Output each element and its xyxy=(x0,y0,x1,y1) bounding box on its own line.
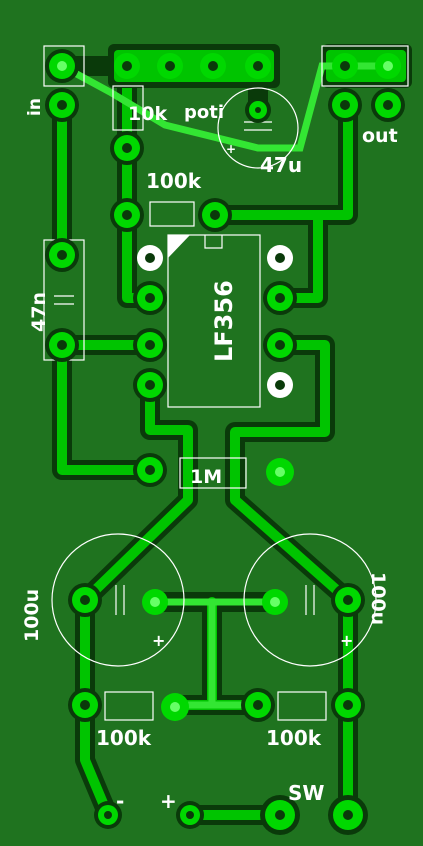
pad-out-1 xyxy=(332,53,358,79)
label-c100u-right: 100u xyxy=(367,572,389,625)
pad-in-2 xyxy=(45,88,79,122)
pad-header-4 xyxy=(245,53,271,79)
pad-r100k-top-left xyxy=(110,198,144,232)
silk-ic-outline xyxy=(167,234,261,408)
silk-100u-right-outline xyxy=(243,533,377,667)
pad-ic-pin4 xyxy=(133,368,167,402)
ic-pin1-marker xyxy=(168,235,190,258)
trace-negative-supply xyxy=(80,380,193,605)
trace-positive-supply xyxy=(230,340,353,605)
label-c47n: 47n xyxy=(28,292,50,332)
pad-power-plus xyxy=(176,801,204,829)
pad-47n-bottom xyxy=(45,328,79,362)
pad-header-2 xyxy=(157,53,183,79)
label-c100u-right-plus: + xyxy=(340,631,353,650)
silk-header-out xyxy=(321,45,409,87)
label-power-minus: - xyxy=(116,789,124,813)
silk-r100k-left-body xyxy=(104,691,154,721)
pad-layer xyxy=(45,49,405,835)
label-r100k-left: 100k xyxy=(96,726,152,750)
pad-out-2 xyxy=(375,53,401,79)
pad-ic-nc-left xyxy=(137,245,163,271)
label-r100k-right: 100k xyxy=(266,726,322,750)
pad-ic-nc-right-top xyxy=(267,245,293,271)
pad-out-4 xyxy=(371,88,405,122)
pad-poti xyxy=(245,97,271,123)
label-c100u-left: 100u xyxy=(21,589,43,642)
pad-power-minus xyxy=(94,801,122,829)
pad-ic-pin6 xyxy=(263,281,297,315)
label-ic: LF356 xyxy=(210,280,238,362)
label-power-plus: + xyxy=(160,789,177,813)
label-r10k: 10k xyxy=(128,103,167,125)
pad-c100u-left-neg xyxy=(68,583,102,617)
pad-r10k-bottom xyxy=(110,131,144,165)
label-in: in xyxy=(25,98,45,116)
pad-ic-pin7 xyxy=(263,328,297,362)
silk-r1m-body xyxy=(179,457,247,489)
label-poti: poti xyxy=(184,102,224,123)
jumper-ground-stem xyxy=(175,598,262,709)
pad-ic-nc-right-bottom xyxy=(267,372,293,398)
pad-sw-2 xyxy=(328,795,368,835)
pad-c100u-right-pos xyxy=(262,589,288,615)
trace-input-path xyxy=(57,100,153,475)
pad-header-1 xyxy=(114,53,140,79)
silk-100u-left-outline xyxy=(51,533,185,667)
label-r1m: 1M xyxy=(190,466,222,488)
label-c47u: 47u xyxy=(260,153,302,177)
trace-minus-terminal xyxy=(80,595,113,820)
pad-r100k-left-a xyxy=(68,688,102,722)
pad-in-1 xyxy=(45,49,79,83)
silk-r100k-top-body xyxy=(149,201,195,227)
pad-r1m-left xyxy=(133,453,167,487)
label-c100u-left-plus: + xyxy=(152,631,165,650)
pad-c100u-left-pos xyxy=(142,589,168,615)
pad-c100u-right-neg xyxy=(331,583,365,617)
silk-header-in xyxy=(43,45,85,87)
pad-r100k-right-b xyxy=(331,688,365,722)
pad-out-3 xyxy=(328,88,362,122)
silk-r10k-body xyxy=(112,85,144,131)
label-r100k-top: 100k xyxy=(146,169,202,193)
pad-ic-pin2 xyxy=(133,281,167,315)
label-out: out xyxy=(362,125,398,147)
pad-r100k-left-b xyxy=(161,693,189,721)
pad-header-3 xyxy=(200,53,226,79)
pad-ic-pin3 xyxy=(133,328,167,362)
label-sw: SW xyxy=(288,781,324,805)
trace-output xyxy=(210,100,353,220)
pad-r100k-right-a xyxy=(241,688,275,722)
jumper-in-to-poti xyxy=(58,62,262,152)
silk-47u-outline xyxy=(217,87,299,169)
silk-ic-notch xyxy=(204,235,223,249)
silk-r100k-right-body xyxy=(277,691,327,721)
pad-r1m-right xyxy=(266,458,294,486)
pad-sw-1 xyxy=(260,795,300,835)
pad-47n-top xyxy=(45,238,79,272)
pad-r100k-top-right xyxy=(198,198,232,232)
label-c47u-plus: + xyxy=(226,142,236,156)
